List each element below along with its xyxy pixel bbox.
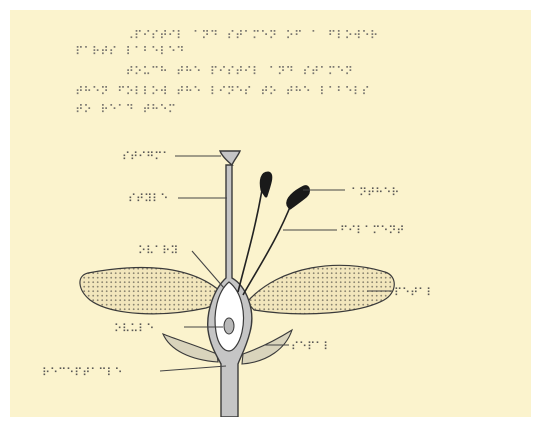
label-receptacle: ⠗⠑⠉⠑⠏⠞⠁⠉⠇⠑ <box>42 366 123 379</box>
braille-paragraph: ⠀⠀⠀⠀⠀⠀⠀⠀⠀⠀⠀⠀⠀⠠⠏⠊⠎⠞⠊⠇⠀⠁⠝⠙⠀⠎⠞⠁⠍⠑⠝⠀⠕⠋⠀⠁⠀⠋⠇⠕… <box>16 28 412 116</box>
label-sepal: ⠎⠑⠏⠁⠇ <box>291 340 331 353</box>
label-ovary: ⠕⠧⠁⠗⠽ <box>138 244 178 257</box>
label-filament: ⠋⠊⠇⠁⠍⠑⠝⠞ <box>340 224 404 237</box>
label-petal: ⠏⠑⠞⠁⠇ <box>394 286 434 299</box>
flower-diagram: ⠀⠀⠀⠀⠀⠀⠀⠀⠀⠀⠀⠀⠀⠠⠏⠊⠎⠞⠊⠇⠀⠁⠝⠙⠀⠎⠞⠁⠍⠑⠝⠀⠕⠋⠀⠁⠀⠋⠇⠕… <box>10 10 531 417</box>
braille-line-5: ⠀⠀⠀⠀⠀⠀⠀⠞⠕⠀⠗⠑⠁⠙⠀⠞⠓⠑⠍⠀⠀⠀⠀⠀⠀⠀⠀⠀⠀⠀⠀⠀⠀⠀⠀⠀⠀⠀⠀⠀… <box>16 102 403 116</box>
label-anther: ⠁⠝⠞⠓⠑⠗ <box>351 186 399 199</box>
braille-line-2: ⠀⠀⠀⠀⠀⠀⠀⠏⠁⠗⠞⠎⠀⠇⠁⠃⠑⠇⠑⠙⠀⠀⠀⠀⠀⠀⠀⠀⠀⠀⠀⠀⠀⠀⠀⠀⠀⠀⠀⠀… <box>16 44 403 58</box>
braille-line-4: ⠀⠀⠀⠀⠀⠀⠀⠞⠓⠑⠝⠀⠋⠕⠇⠇⠕⠺⠀⠞⠓⠑⠀⠇⠊⠝⠑⠎⠀⠞⠕⠀⠞⠓⠑⠀⠇⠁⠃⠑… <box>16 84 387 98</box>
ovule-shape <box>224 318 234 334</box>
braille-line-1: ⠀⠀⠀⠀⠀⠀⠀⠀⠀⠀⠀⠀⠀⠠⠏⠊⠎⠞⠊⠇⠀⠁⠝⠙⠀⠎⠞⠁⠍⠑⠝⠀⠕⠋⠀⠁⠀⠋⠇⠕… <box>16 28 412 42</box>
label-ovule: ⠕⠧⠥⠇⠑ <box>114 322 154 335</box>
label-stigma: ⠎⠞⠊⠛⠍⠁ <box>122 150 170 163</box>
braille-line-3: ⠀⠀⠀⠀⠀⠀⠀⠀⠀⠀⠀⠀⠀⠞⠕⠥⠉⠓⠀⠞⠓⠑⠀⠏⠊⠎⠞⠊⠇⠀⠁⠝⠙⠀⠎⠞⠁⠍⠑⠝… <box>16 64 395 78</box>
label-style: ⠎⠞⠽⠇⠑ <box>128 192 168 205</box>
braille-diagram-sheet: ⠀⠀⠀⠀⠀⠀⠀⠀⠀⠀⠀⠀⠀⠠⠏⠊⠎⠞⠊⠇⠀⠁⠝⠙⠀⠎⠞⠁⠍⠑⠝⠀⠕⠋⠀⠁⠀⠋⠇⠕… <box>10 10 531 417</box>
